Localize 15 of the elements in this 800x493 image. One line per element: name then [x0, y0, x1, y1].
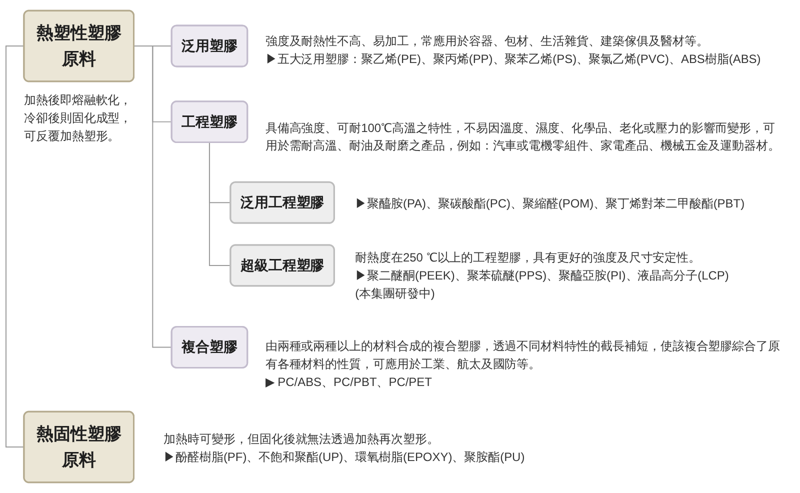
node-label: ▶聚醯胺(PA)、聚碳酸酯(PC)、聚縮醛(POM)、聚丁烯對苯二甲酸酯(PBT): [355, 196, 745, 211]
node-label: 強度及耐熱性不高、易加工，常應用於容器、包材、生活雜貨、建築傢俱及醫材等。: [265, 34, 708, 48]
node-label: (本集團研發中): [355, 286, 435, 300]
connector: [5, 46, 24, 448]
node-label: ▶聚二醚酮(PEEK)、聚苯硫醚(PPS)、聚醯亞胺(PI)、液晶高分子(LCP): [355, 268, 729, 282]
connector: [133, 46, 172, 348]
node-label: 具備高強度、可耐100℃高溫之特性，不易因溫度、濕度、化學品、老化或壓力的影響而變形，可用於需耐高溫、耐油及耐磨之產品，例如：汽車或電機零組件、家電產品、機械五金及運動器材。: [265, 120, 780, 153]
node-label: 由兩種或兩種以上的材料合成的複合塑膠，透過不同材料特性的截長補短，使該複合塑膠綜合了原有各種材料的性質，可應用於工業、航太及國防等。: [265, 339, 780, 372]
node-label: ▶ PC/ABS、PC/PBT、PC/PET: [265, 375, 432, 390]
node-label: 加熱時可變形，但固化後就無法透過加熱再次塑形。: [164, 432, 439, 446]
node-label: ▶五大泛用塑膠：聚乙烯(PE)、聚丙烯(PP)、聚苯乙烯(PS)、聚氯乙烯(PVC)、ABS樹脂(ABS): [265, 52, 761, 66]
node-label: 加熱後即熔融軟化，冷卻後則固化成型，可反覆加熱塑形。: [24, 92, 132, 143]
node-label: ▶酚醛樹脂(PF)、不飽和聚酯(UP)、環氧樹脂(EPOXY)、聚胺酯(PU): [164, 450, 525, 464]
node-label: 耐熱度在250 ℃以上的工程塑膠，具有更好的強度及尺寸安定性。: [355, 250, 701, 264]
connector: [208, 142, 231, 266]
